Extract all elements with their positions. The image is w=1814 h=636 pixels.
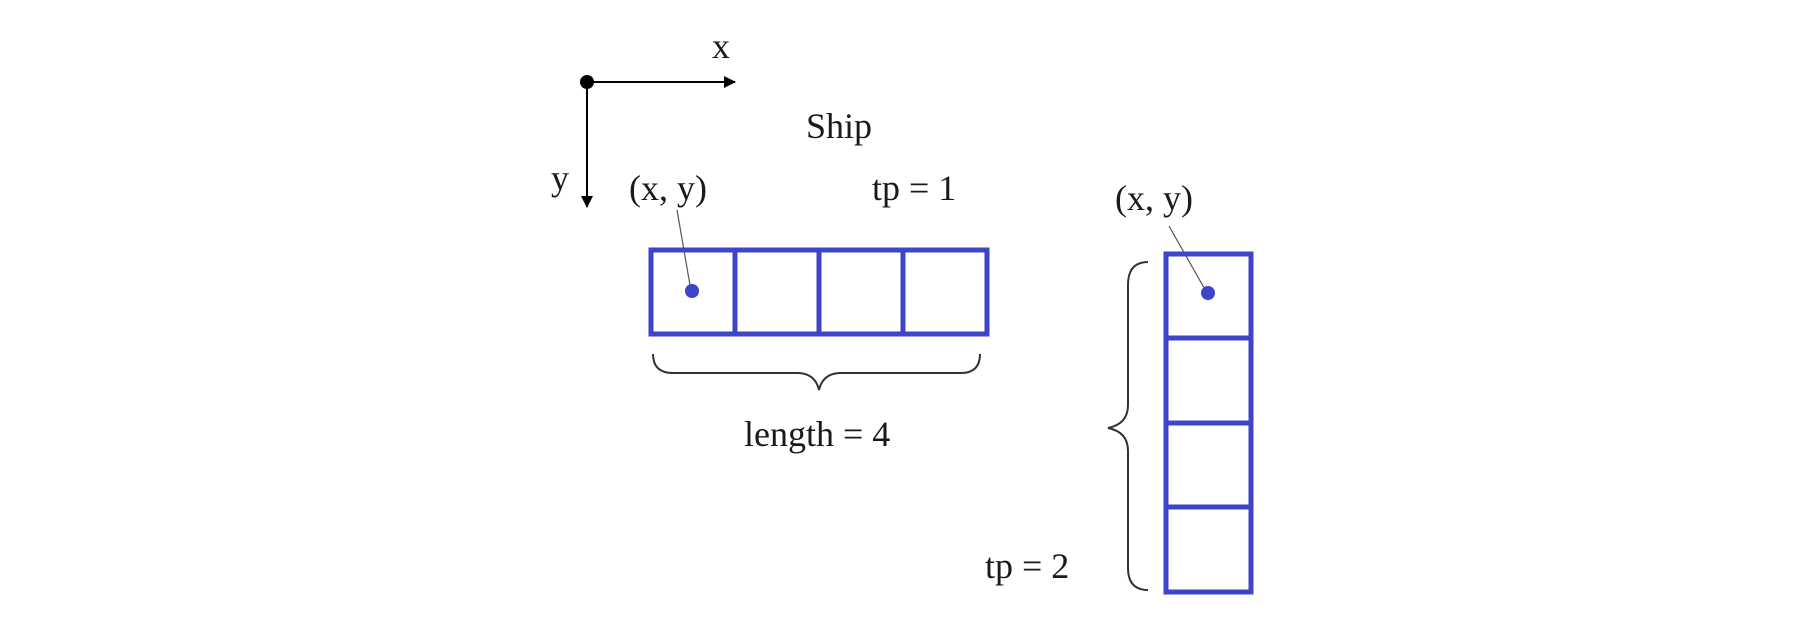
diagram-title: Ship	[806, 106, 872, 146]
horizontal-ship-type-label: tp = 1	[872, 168, 956, 208]
y-axis-label: y	[551, 158, 569, 198]
horizontal-ship-cell	[732, 247, 822, 337]
horizontal-ship-cell	[816, 247, 906, 337]
horizontal-ship-anchor-label: (x, y)	[629, 168, 707, 208]
vertical-ship-cell	[1163, 420, 1254, 510]
vertical-ship-type-label: tp = 2	[985, 546, 1069, 586]
horizontal-ship-cell	[900, 247, 990, 337]
vertical-ship-anchor-dot	[1201, 286, 1215, 300]
vertical-ship-cell	[1163, 335, 1254, 426]
vertical-ship-brace	[1107, 261, 1149, 591]
x-axis-label: x	[712, 26, 730, 66]
vertical-ship-anchor-leader	[1168, 225, 1208, 294]
vertical-ship: (x, y) tp = 2	[985, 178, 1254, 595]
coordinate-axes: x y	[551, 26, 736, 208]
horizontal-ship: (x, y) tp = 1 length = 4	[629, 168, 990, 454]
vertical-ship-cell	[1163, 504, 1254, 595]
horizontal-ship-length-brace	[652, 353, 981, 391]
horizontal-ship-anchor-dot	[685, 284, 699, 298]
vertical-ship-anchor-label: (x, y)	[1115, 178, 1193, 218]
horizontal-ship-length-label: length = 4	[744, 414, 890, 454]
